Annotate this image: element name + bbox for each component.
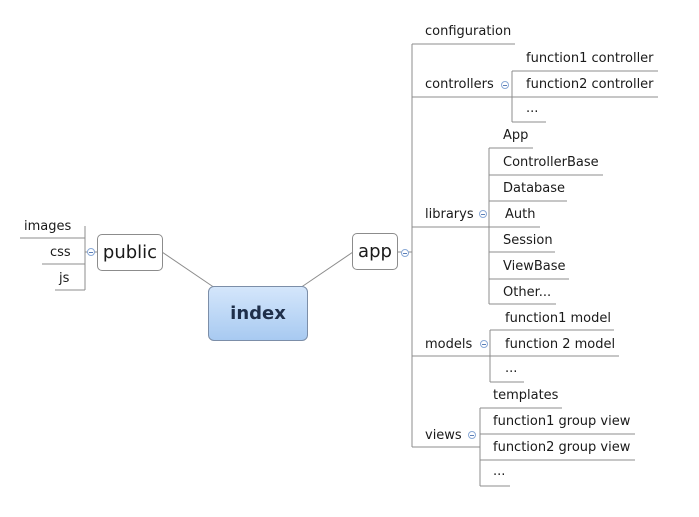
topic-function2-model[interactable]: function 2 model: [505, 337, 616, 352]
collapse-models-icon[interactable]: [480, 340, 488, 348]
topic-controllers[interactable]: controllers: [425, 77, 494, 92]
topic-public[interactable]: public: [97, 234, 163, 271]
topic-other[interactable]: Other...: [503, 285, 552, 300]
topic-session[interactable]: Session: [503, 233, 553, 248]
topic-images[interactable]: images: [24, 219, 72, 234]
root-topic-index[interactable]: index: [208, 286, 308, 341]
topic-controllers-more[interactable]: ...: [526, 101, 539, 116]
topic-templates[interactable]: templates: [493, 388, 559, 403]
topic-js[interactable]: js: [59, 271, 70, 286]
topic-viewbase[interactable]: ViewBase: [503, 259, 566, 274]
collapse-views-icon[interactable]: [468, 431, 476, 439]
topic-app-library[interactable]: App: [503, 128, 529, 143]
topic-function1-group-view[interactable]: function1 group view: [493, 414, 631, 429]
collapse-public-icon[interactable]: [87, 248, 95, 256]
topic-views-more[interactable]: ...: [493, 464, 506, 479]
topic-models-more[interactable]: ...: [505, 361, 518, 376]
topic-views[interactable]: views: [425, 428, 462, 443]
collapse-app-icon[interactable]: [401, 249, 409, 257]
topic-function1-model[interactable]: function1 model: [505, 311, 611, 326]
topic-controllerbase[interactable]: ControllerBase: [503, 155, 599, 170]
topic-app[interactable]: app: [352, 233, 398, 270]
collapse-librarys-icon[interactable]: [479, 210, 487, 218]
topic-css[interactable]: css: [50, 245, 71, 260]
topic-function2-group-view[interactable]: function2 group view: [493, 440, 631, 455]
topic-database[interactable]: Database: [503, 181, 566, 196]
topic-configuration[interactable]: configuration: [425, 24, 512, 39]
topic-auth[interactable]: Auth: [505, 207, 536, 222]
topic-function2-controller[interactable]: function2 controller: [526, 77, 654, 92]
topic-librarys[interactable]: librarys: [425, 207, 474, 222]
topic-models[interactable]: models: [425, 337, 473, 352]
collapse-controllers-icon[interactable]: [501, 81, 509, 89]
topic-function1-controller[interactable]: function1 controller: [526, 51, 654, 66]
